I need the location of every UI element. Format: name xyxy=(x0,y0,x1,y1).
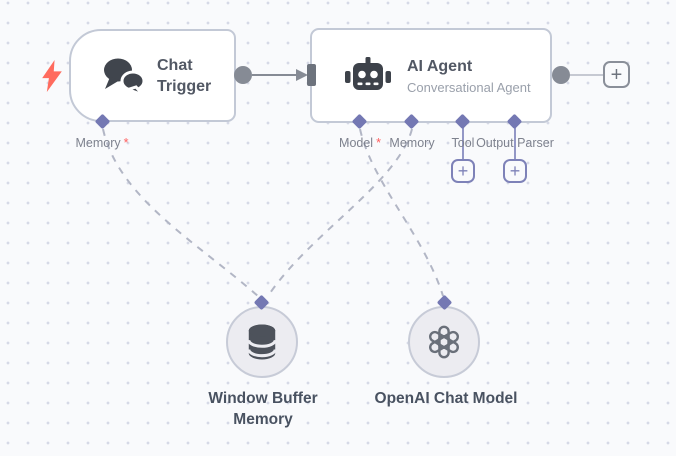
database-icon xyxy=(247,324,277,360)
port-label-text: Memory xyxy=(75,136,121,150)
add-output-parser-button[interactable]: + xyxy=(503,159,527,183)
port-label-model: Model* xyxy=(339,136,381,150)
connection-agent-model-to-openai[interactable] xyxy=(359,128,444,297)
port-label-trigger-memory: Memory* xyxy=(75,136,128,150)
node-ai-agent[interactable]: AI Agent Conversational Agent xyxy=(310,28,552,123)
add-node-button-agent-output[interactable]: + xyxy=(603,61,630,88)
port-label-text: Output Parser xyxy=(476,136,554,150)
plus-icon: + xyxy=(509,161,521,181)
port-label-output-parser: Output Parser xyxy=(476,136,554,150)
connection-arrowhead-icon xyxy=(296,69,308,81)
output-endpoint-chat-trigger[interactable] xyxy=(234,66,252,84)
trigger-bolt-icon xyxy=(42,60,62,92)
port-label-text: Memory xyxy=(389,136,435,150)
required-asterisk: * xyxy=(123,136,129,150)
node-title: Chat Trigger xyxy=(157,56,212,95)
plus-icon: + xyxy=(610,63,623,86)
openai-logo-icon xyxy=(429,325,459,359)
output-endpoint-ai-agent[interactable] xyxy=(552,66,570,84)
node-label-openai-chat-model: OpenAI Chat Model xyxy=(374,390,518,407)
connection-agent-memory-to-window-buffer[interactable] xyxy=(267,128,413,297)
node-subtitle: Conversational Agent xyxy=(407,80,531,95)
connection-trigger-memory-to-window-buffer[interactable] xyxy=(102,128,260,298)
node-chat-trigger[interactable]: Chat Trigger xyxy=(69,29,236,122)
plus-icon: + xyxy=(457,161,469,181)
node-window-buffer-memory[interactable] xyxy=(226,306,298,378)
add-tool-button[interactable]: + xyxy=(451,159,475,183)
port-label-tool: Tool xyxy=(452,136,475,150)
node-title: AI Agent xyxy=(407,58,473,75)
chat-bubbles-icon xyxy=(104,58,146,95)
robot-icon xyxy=(345,56,391,90)
required-asterisk: * xyxy=(376,136,381,150)
node-openai-chat-model[interactable] xyxy=(408,306,480,378)
port-label-text: Tool xyxy=(451,136,475,150)
port-label-text: Model xyxy=(339,136,374,150)
node-label-window-buffer-memory: Window Buffer Memory xyxy=(208,390,318,428)
port-label-memory: Memory xyxy=(389,136,434,150)
input-endpoint-ai-agent[interactable] xyxy=(307,64,316,86)
